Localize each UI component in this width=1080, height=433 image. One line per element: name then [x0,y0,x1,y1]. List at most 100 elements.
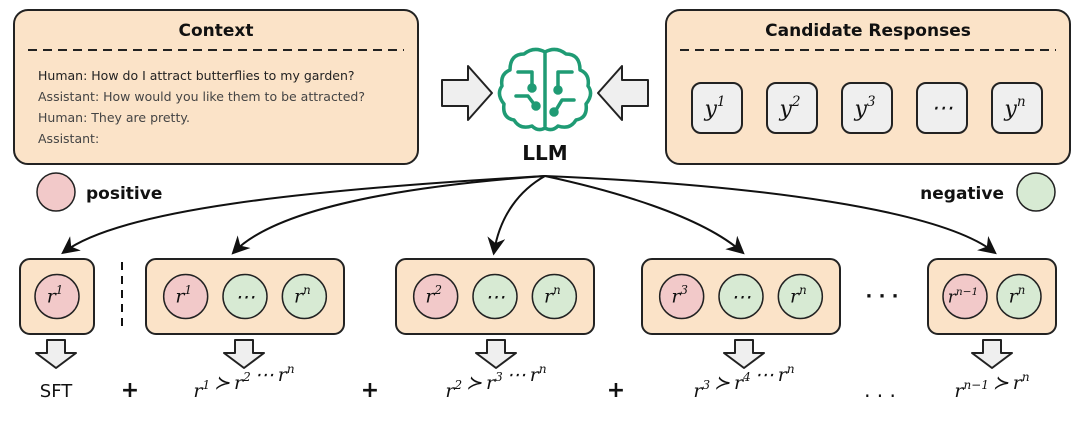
formula-term-superscript: 2 [453,378,462,392]
response-label-superscript: 1 [56,283,64,297]
down-arrow-4 [723,339,765,369]
legend: positive negative [36,172,1056,212]
candidate-label-base: y [853,97,867,122]
response-label-superscript: 2 [433,283,442,297]
response-group-3: r2⋯rn [395,258,595,335]
preference-formula-2: r2≻r3⋯rn [445,362,546,402]
context-line-human-2: Human: They are pretty. [38,110,190,125]
candidate-label-superscript: 3 [867,94,876,110]
negative-legend-label: negative [920,184,1004,204]
formula-term-superscript: 1 [202,378,210,392]
candidate-box [991,82,1043,134]
succeeds-operator: ≻ [214,372,230,394]
negative-response-circle [718,273,764,320]
candidate-box [841,82,893,134]
candidate-response-3: y3 [841,82,893,134]
positive-response-circle [658,273,705,320]
candidates-to-llm-arrow [597,65,649,121]
context-line-assistant-2: Assistant: [38,131,99,146]
sft-label: SFT [40,381,73,402]
formula-term-superscript: 4 [742,370,751,384]
response-label-superscript: n−1 [956,286,978,298]
context-to-llm-arrow [441,65,493,121]
formula-term-base: r [193,380,204,402]
response-label: rn [1009,283,1026,308]
succeeds-operator: ≻ [714,372,730,394]
candidate-response-5: yn [991,82,1043,134]
negative-response-circle [222,273,268,320]
candidate-response-1: y1 [691,82,743,134]
preference-formula-4: rn−1≻rn [954,370,1029,402]
response-label-superscript: 1 [184,283,192,297]
negative-legend-swatch [1016,172,1056,212]
preference-formula-3: r3≻r4⋯rn [693,362,794,402]
response-label-superscript: n [553,283,561,297]
negative-response-circle [472,273,518,320]
succeeds-operator: ≻ [466,372,482,394]
preference-formula-1: r1≻r2⋯rn [193,362,294,402]
response-label-base: r [790,286,801,308]
succeeds-operator: ≻ [993,372,1009,394]
positive-legend-swatch [36,172,76,212]
response-label: r1 [175,283,192,308]
plus-sign-1: + [121,378,139,403]
formula-term-base: r [445,380,456,402]
response-label-base: r [294,286,305,308]
negative-response-circle [531,273,578,320]
candidate-box [766,82,818,134]
llm-label: LLM [522,141,567,165]
formula-term-base: r [234,372,245,394]
response-label-base: r [1009,286,1020,308]
candidate-box [691,82,743,134]
context-box: Context Human: How do I attract butterfl… [13,9,419,165]
candidate-label-superscript: n [1017,94,1026,110]
formula-term-superscript: n−1 [963,378,988,392]
candidate-label-base: y [1003,97,1017,122]
candidate-label-base: y [703,97,717,122]
response-label-base: r [948,288,957,308]
formula-term-superscript: 2 [242,370,251,384]
llm-brain-icon [497,47,593,132]
candidate-label-superscript: 1 [717,94,726,110]
formula-term-base: r [1013,372,1024,394]
response-label: rn−1 [948,286,978,308]
context-line-assistant-1: Assistant: How would you like them to be… [38,89,365,104]
plus-sign-3: + [607,378,625,403]
down-arrow-1 [35,339,77,369]
down-arrow-2 [223,339,265,369]
response-label-superscript: 3 [680,283,688,297]
response-label-superscript: n [303,283,311,297]
negative-response-circle [996,273,1042,320]
candidate-box [916,82,968,134]
formula-term-base: r [486,372,497,394]
candidate-label-superscript: 2 [791,94,801,110]
formula-term-superscript: n [787,362,795,376]
candidate-label: yn [1003,94,1025,122]
formula-term-base: r [530,364,541,386]
formula-term-base: r [954,380,965,402]
formula-term-superscript: n [1022,370,1030,384]
formula-term-base: r [734,372,745,394]
formula-ellipsis: ⋯ [255,364,274,386]
groups-ellipsis: · · · [865,286,898,307]
candidate-label-base: y [778,97,792,122]
response-ellipsis: ⋯ [731,285,751,309]
candidate-label: y3 [853,94,875,122]
response-label: rn [294,283,311,308]
candidate-response-2: y2 [766,82,818,134]
formula-term-base: r [278,364,289,386]
response-group-1: r1 [19,258,95,335]
context-title: Context [178,21,253,41]
formula-term-superscript: 3 [702,378,710,392]
down-arrow-5 [971,339,1013,369]
response-label-base: r [47,286,58,308]
candidate-response-4: ⋯ [916,82,968,134]
response-label-superscript: n [1018,283,1026,297]
response-label-base: r [671,286,682,308]
candidates-title: Candidate Responses [765,21,971,41]
formula-ellipsis: ⋯ [755,364,774,386]
candidate-ellipsis: ⋯ [931,96,953,121]
response-label: rn [790,283,807,308]
formula-term-superscript: 3 [495,370,503,384]
